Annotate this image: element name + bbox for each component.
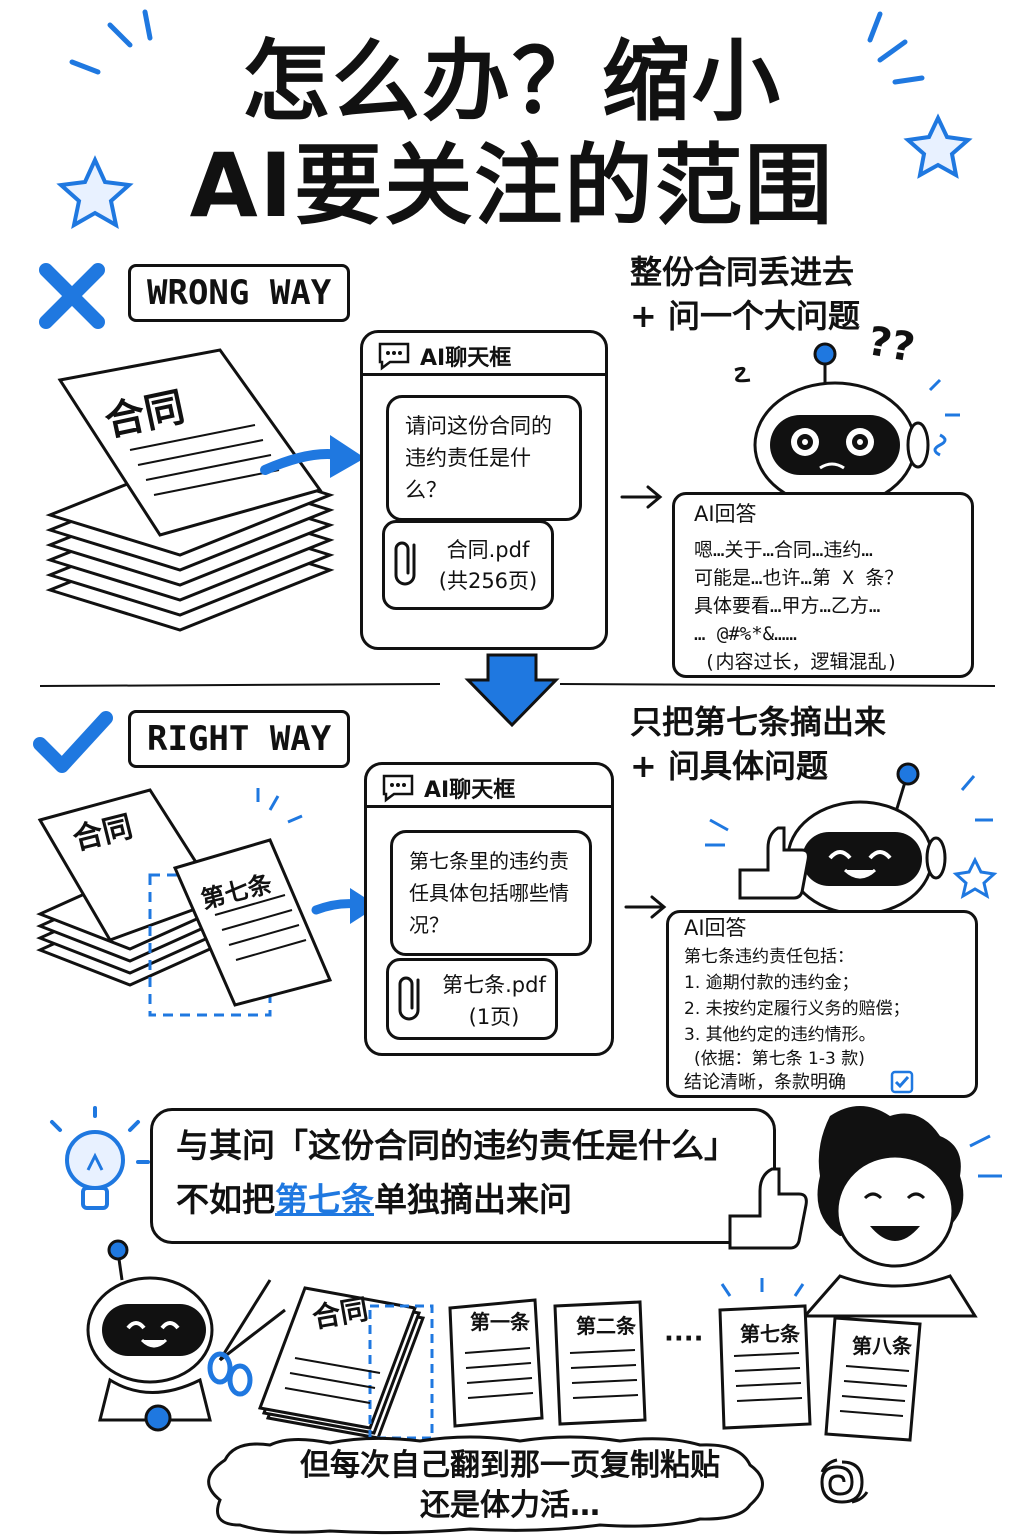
question-marks: ?? — [864, 318, 919, 372]
pages-ellipsis: ···· — [664, 1324, 704, 1354]
reply-line: 具体要看…甲方…乙方… — [694, 595, 881, 617]
star-icon — [56, 155, 134, 229]
attachment-name: 第七条.pdf — [442, 973, 546, 997]
chat-bubble-icon — [382, 774, 414, 803]
title-line-1: 怎么办？缩小 — [241, 30, 782, 133]
page-label: 第八条 — [852, 1334, 912, 1358]
bottom-line-2: 还是体力活… — [420, 1488, 600, 1523]
page-label: 第一条 — [470, 1310, 530, 1334]
bottom-line-1: 但每次自己翻到那一页复制粘贴 — [300, 1448, 720, 1483]
paperclip-icon — [394, 541, 416, 586]
section-divider — [39, 653, 996, 728]
ai-reply-wrong — [672, 492, 974, 678]
wrong-caption-1: 整份合同丢进去 — [630, 253, 855, 291]
reply-line: 嗯…关于…合同…违约… — [694, 539, 873, 561]
tip-bubble — [150, 1108, 776, 1244]
attachment-chip[interactable] — [386, 958, 558, 1040]
reply-line: 1. 逾期付款的违约金； — [684, 973, 859, 993]
star-icon — [903, 113, 973, 179]
attachment-name: 合同.pdf — [446, 538, 530, 562]
reply-line: (内容过长，逻辑混乱) — [704, 651, 898, 673]
arrow-icon — [624, 895, 667, 919]
right-caption-1: 只把第七条摘出来 — [630, 703, 887, 741]
down-arrow-icon — [464, 653, 560, 728]
reply-line: 第七条违约责任包括： — [684, 947, 854, 967]
tip-line-2: 不如把第七条单独摘出来问 — [176, 1180, 572, 1219]
thumbs-up-icon — [728, 1167, 808, 1250]
page-label: 第二条 — [576, 1314, 636, 1338]
cloud-bubble — [207, 1435, 764, 1535]
title-line-2: AI要关注的范围 — [189, 134, 835, 237]
wrong-caption-2: + 问一个大问题 — [630, 297, 860, 335]
happy-robot-illustration — [705, 762, 998, 916]
boy-thumbs-up-illustration — [728, 1106, 1002, 1318]
cross-icon — [39, 263, 105, 329]
ai-reply-right — [666, 910, 978, 1098]
reply-line: 可能是…也许…第 X 条？ — [694, 567, 904, 589]
chat-bubble-icon — [378, 342, 410, 371]
scribble-icon — [820, 1458, 869, 1504]
reply-title: AI回答 — [684, 916, 747, 940]
title-decoration — [56, 9, 973, 229]
scissors-icon — [207, 1279, 286, 1397]
clause-extract-illustration — [36, 788, 333, 1017]
checkbox-checked-icon — [890, 1070, 914, 1094]
attachment-pages: (1页) — [468, 1005, 520, 1029]
reply-line: … @#%*&…… — [694, 623, 797, 645]
reply-line: (依据：第七条 1-3 款) — [694, 1049, 865, 1069]
confused-robot-illustration — [734, 342, 960, 509]
chat-title: AI聊天框 — [420, 346, 512, 371]
arrow-icon — [260, 435, 365, 478]
tip-highlight: 第七条 — [275, 1180, 374, 1219]
thumbs-up-icon — [738, 826, 810, 900]
chat-title: AI聊天框 — [424, 778, 516, 803]
scissors-robot-illustration — [86, 1239, 286, 1432]
right-caption-2: + 问具体问题 — [630, 747, 828, 785]
reply-line: 3. 其他约定的违约情形。 — [684, 1025, 876, 1045]
page-label: 第七条 — [740, 1322, 800, 1346]
tip-line-1: 与其问「这份合同的违约责任是什么」 — [176, 1126, 737, 1165]
attachment-chip[interactable] — [382, 520, 554, 610]
check-icon — [33, 711, 113, 773]
paperclip-icon — [398, 976, 420, 1021]
right-way-tag: RIGHT WAY — [128, 710, 351, 768]
contract-stack-illustration — [45, 348, 335, 632]
pages-row-illustration — [257, 1278, 922, 1442]
arrow-icon — [620, 485, 663, 509]
star-icon — [952, 856, 998, 900]
lightbulb-icon — [50, 1106, 150, 1210]
question-bubble: 第七条里的违约责任具体包括哪些情况？ — [390, 830, 592, 956]
attachment-pages: (共256页) — [438, 569, 538, 593]
reply-line: 结论清晰，条款明确 — [684, 1072, 846, 1093]
reply-line: 2. 未按约定履行义务的赔偿； — [684, 999, 910, 1019]
wrong-way-tag: WRONG WAY — [128, 264, 351, 322]
reply-title: AI回答 — [694, 502, 757, 526]
question-bubble: 请问这份合同的违约责任是什么？ — [386, 395, 582, 521]
